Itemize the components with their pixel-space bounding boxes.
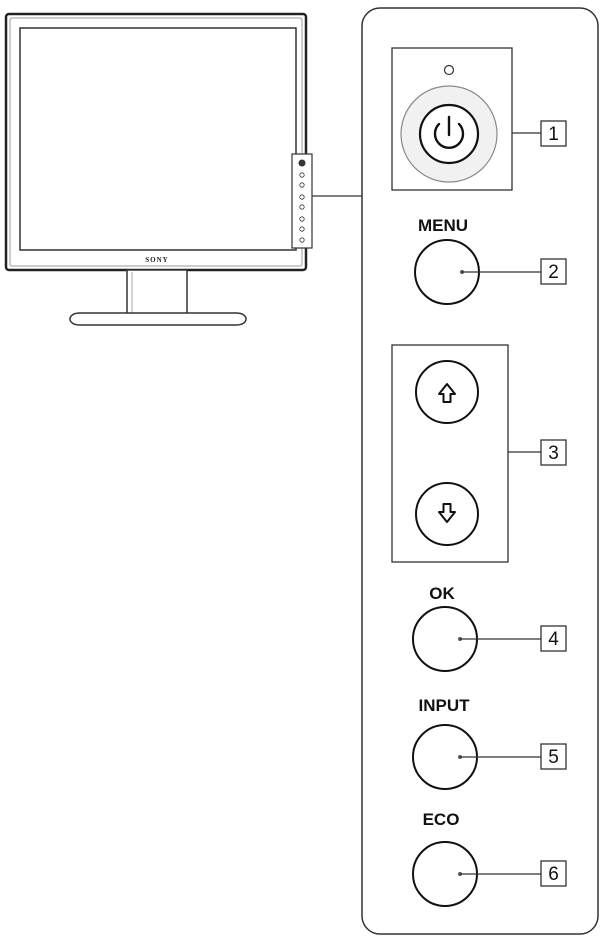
input-label: INPUT [419,696,471,715]
menu-label: MENU [418,216,468,235]
callout-box [540,743,567,770]
arrow-frame [391,344,509,563]
power-frame [391,47,513,191]
callout-number: 5 [548,747,559,768]
arrow-up-icon [438,383,456,403]
monitor-screen [19,27,297,251]
menu-control: MENU 2 [414,216,567,305]
monitor-control-strip [291,153,313,249]
arrow-controls: 3 [391,344,567,563]
callout-box [540,258,567,285]
callout-number: 6 [548,864,559,885]
callout-box [540,625,567,652]
callout-number: 4 [548,629,559,650]
monitor: SONY [4,12,362,326]
callout-number: 1 [548,124,559,145]
ok-control: OK 4 [412,584,567,672]
monitor-brand-logo: SONY [145,256,168,264]
power-control: 1 [391,47,567,191]
callout-number: 2 [548,262,559,283]
eco-control: ECO 6 [412,810,567,907]
callout-number: 3 [548,443,559,464]
monitor-stand-base [69,312,247,326]
input-control: INPUT 5 [412,696,567,790]
control-panel [361,7,599,935]
eco-label: ECO [423,810,460,829]
power-icon [433,115,465,149]
callout-box [540,439,567,466]
monitor-stand-neck [126,269,188,315]
power-indicator-led [443,64,455,76]
arrow-down-icon [438,503,456,523]
callout-box [540,860,567,887]
callout-box [540,120,567,147]
monitor-bezel-inner [9,17,303,267]
ok-label: OK [429,584,455,603]
